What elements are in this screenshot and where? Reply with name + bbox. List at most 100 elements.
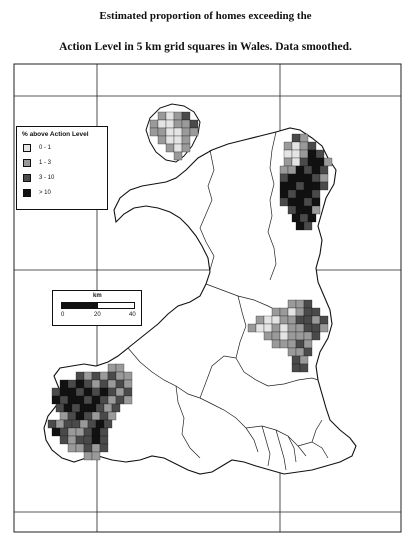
shading-southwest: [47, 363, 133, 461]
cell: [115, 387, 125, 397]
cell: [51, 395, 61, 405]
cell: [59, 435, 69, 445]
boundary-west: [127, 347, 201, 399]
cell: [295, 205, 305, 215]
cell: [295, 173, 305, 183]
cell: [279, 339, 289, 349]
boundary-valleys-2: [287, 435, 297, 463]
cell: [67, 435, 77, 445]
scale-segment-white: [98, 303, 134, 308]
cell: [91, 387, 101, 397]
cell: [173, 127, 183, 137]
cell: [271, 331, 281, 341]
cell: [165, 127, 175, 137]
cell: [311, 307, 321, 317]
legend-swatch: [23, 144, 31, 152]
cell: [311, 181, 321, 191]
cell: [59, 379, 69, 389]
cell: [67, 427, 77, 437]
cell: [287, 307, 297, 317]
legend-title: % above Action Level: [22, 131, 89, 138]
map-title-line-2: Action Level in 5 km grid squares in Wal…: [59, 41, 352, 53]
cell: [311, 315, 321, 325]
cell: [55, 419, 65, 429]
cell: [279, 331, 289, 341]
boundary-south-3: [275, 429, 287, 471]
cell: [283, 157, 293, 167]
cell: [311, 205, 321, 215]
boundary-north: [199, 149, 215, 271]
cell: [75, 371, 85, 381]
cell: [255, 323, 265, 333]
cell: [299, 133, 309, 143]
cell: [271, 339, 281, 349]
cell: [51, 387, 61, 397]
cell: [83, 443, 93, 453]
cell: [99, 395, 109, 405]
cell: [173, 119, 183, 129]
cell: [47, 419, 57, 429]
cell: [79, 419, 89, 429]
legend-item-gt-10: > 10: [23, 189, 103, 199]
cell: [91, 427, 101, 437]
cell: [287, 299, 297, 309]
cell: [287, 173, 297, 183]
cell: [295, 189, 305, 199]
cell: [67, 387, 77, 397]
cell: [99, 371, 109, 381]
cell: [173, 151, 183, 161]
cell: [279, 307, 289, 317]
cell: [99, 443, 109, 453]
cell: [83, 395, 93, 405]
cell: [83, 387, 93, 397]
cell: [319, 165, 329, 175]
cell: [291, 213, 301, 223]
cell: [263, 315, 273, 325]
cell: [75, 435, 85, 445]
cell: [303, 299, 313, 309]
cell: [299, 149, 309, 159]
cell: [157, 127, 167, 137]
cell: [99, 435, 109, 445]
scale-tick-20: 20: [94, 312, 101, 318]
cell: [75, 411, 85, 421]
cell: [287, 197, 297, 207]
cell: [295, 323, 305, 333]
cell: [303, 181, 313, 191]
cell: [303, 347, 313, 357]
cell: [173, 143, 183, 153]
cell: [87, 403, 97, 413]
cell: [271, 307, 281, 317]
cell: [295, 307, 305, 317]
cell: [247, 323, 257, 333]
cell: [295, 347, 305, 357]
boundary-valleys-3: [311, 419, 323, 443]
cell: [315, 157, 325, 167]
cell: [83, 435, 93, 445]
cell: [263, 331, 273, 341]
cell: [315, 149, 325, 159]
cell: [181, 127, 191, 137]
cell: [123, 379, 133, 389]
shading-anglesey: [149, 111, 199, 161]
map-frame: [13, 63, 402, 533]
cell: [303, 331, 313, 341]
cell: [173, 135, 183, 145]
cell: [79, 403, 89, 413]
cell: [189, 127, 199, 137]
cell: [291, 133, 301, 143]
cell: [75, 395, 85, 405]
cell: [115, 395, 125, 405]
cell: [303, 197, 313, 207]
cell: [71, 403, 81, 413]
boundary-ceredigion: [199, 355, 237, 399]
cell: [63, 403, 73, 413]
cell: [91, 379, 101, 389]
cell: [279, 323, 289, 333]
shading-mid: [247, 299, 329, 373]
scale-bar: [61, 302, 135, 309]
scale-segment-black: [62, 303, 98, 308]
legend-label: 1 - 3: [39, 160, 52, 166]
cell: [91, 451, 101, 461]
cell: [149, 119, 159, 129]
